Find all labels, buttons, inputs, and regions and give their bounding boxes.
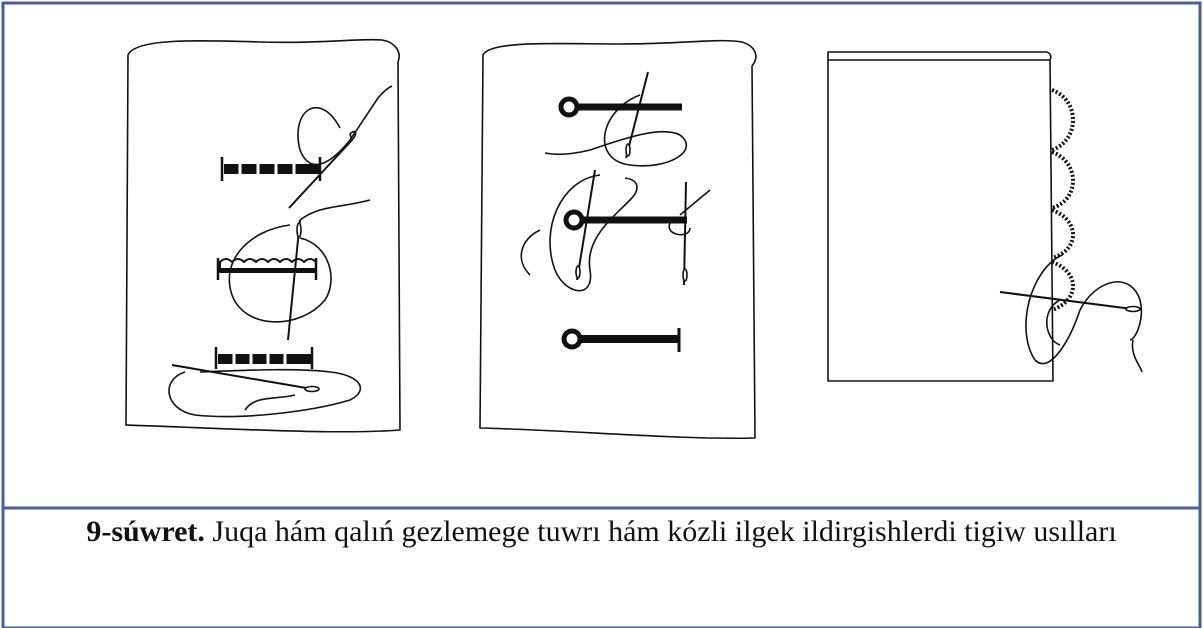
hook-stitch-2 [216,258,318,280]
fabric-panel-hooks [125,38,401,433]
eye-stitch-2 [563,209,687,231]
hook-stitch-3 [214,347,314,369]
eye-stitch-1 [558,96,682,118]
fabric-panel-eyes [479,39,757,440]
fabric-panel-edge [827,51,1143,382]
needle-icon [999,291,1141,313]
needle-icon [625,71,649,159]
needle-icon [288,85,393,209]
caption-text: Juqa hám qalıń gezlemege tuwrı hám kózli… [212,515,1117,548]
edge-stitches [1051,88,1075,312]
hook-stitch-1 [220,157,322,181]
needle-icon [287,219,302,341]
eye-stitch-3 [561,328,681,352]
caption-label: 9-súwret. [86,515,205,548]
needle-icon [575,169,596,281]
needle-icon [171,364,320,393]
figure-caption: 9-súwret. Juqa hám qalıń gezlemege tuwrı… [0,512,1203,552]
